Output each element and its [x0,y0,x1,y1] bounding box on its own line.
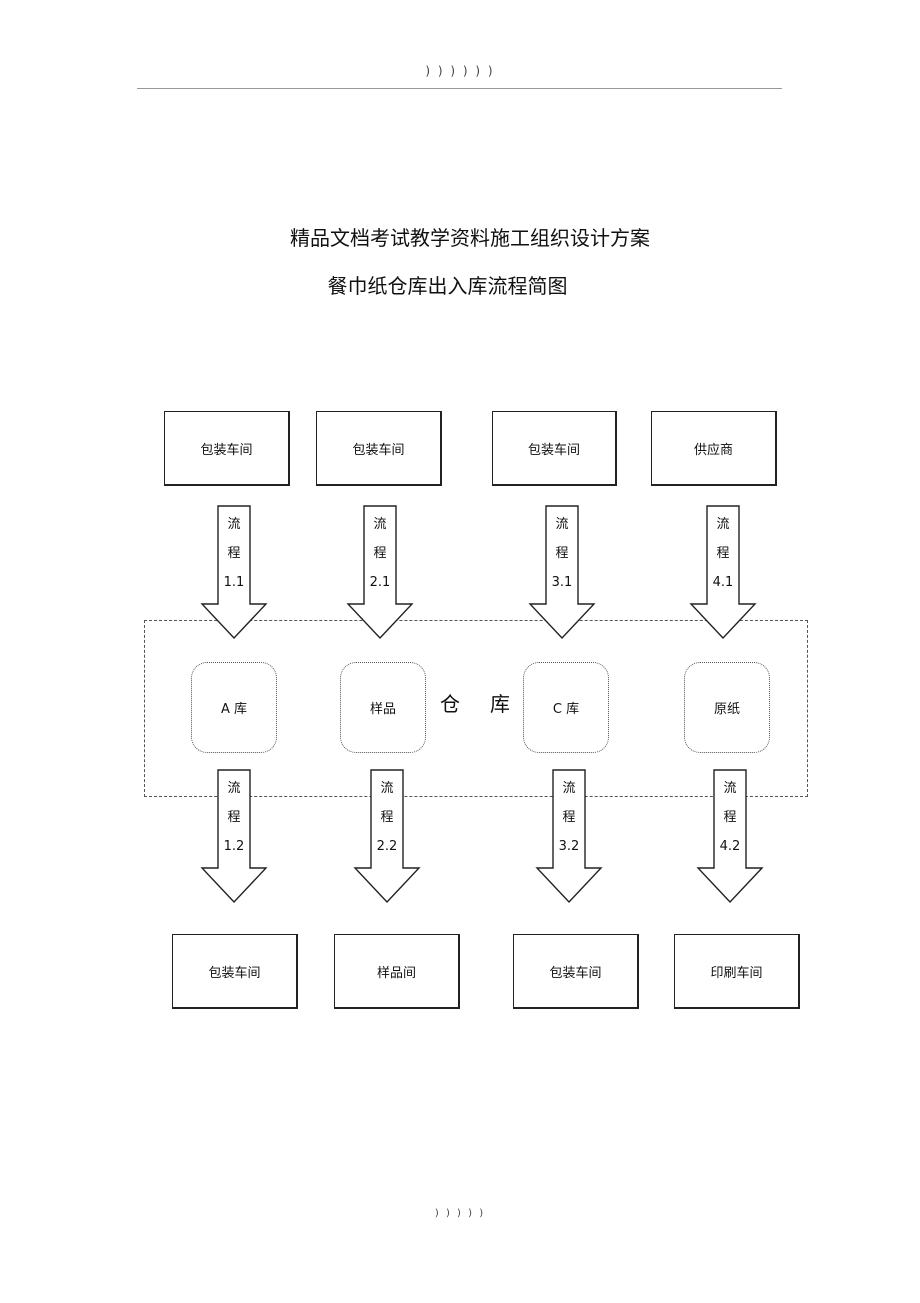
inbound-flow-label-1: 流 程 1.1 [214,510,254,597]
store-samples: 样品 [340,662,426,753]
outbound-flow-label-2: 流 程 2.2 [367,774,407,861]
diagram-title: 餐巾纸仓库出入库流程简图 [327,274,568,298]
destination-box-label: 样品间 [376,965,416,981]
source-box-3: 包装车间 [492,411,617,486]
flow-label-char: 程 [562,810,576,825]
store-c: C 库 [523,662,609,753]
outbound-arrow-4 [696,769,764,904]
flow-number: 4.2 [719,839,741,854]
source-box-1: 包装车间 [164,411,290,486]
header-rule [137,88,782,89]
flow-label-char: 程 [716,546,730,561]
flow-label-char: 流 [373,517,387,532]
flow-label-char: 流 [716,517,730,532]
outbound-flow-label-1: 流 程 1.2 [214,774,254,861]
destination-box-label: 印刷车间 [710,965,763,981]
outbound-flow-label-4: 流 程 4.2 [710,774,750,861]
flow-number: 2.2 [376,839,398,854]
flow-label-char: 流 [723,781,737,796]
flow-label-char: 程 [373,546,387,561]
destination-box-label: 包装车间 [549,965,602,981]
inbound-arrow-1 [200,505,268,640]
store-label: A 库 [220,702,248,717]
flow-label-char: 程 [227,546,241,561]
flow-label-char: 程 [555,546,569,561]
warehouse-label: 仓库 [440,692,540,716]
inbound-flow-label-2: 流 程 2.1 [360,510,400,597]
flow-label-char: 流 [562,781,576,796]
outbound-arrow-3 [535,769,603,904]
document-title: 精品文档考试教学资料施工组织设计方案 [290,226,650,250]
outbound-flow-label-3: 流 程 3.2 [549,774,589,861]
page-header-marks: ) ) ) ) ) ) [425,64,495,78]
flow-label-char: 流 [227,781,241,796]
warehouse-container [144,620,808,797]
flow-label-char: 程 [723,810,737,825]
flow-label-char: 程 [227,810,241,825]
store-label: 原纸 [713,702,740,717]
store-raw-paper: 原纸 [684,662,770,753]
outbound-arrow-1 [200,769,268,904]
flow-number: 1.1 [223,575,245,590]
inbound-arrow-4 [689,505,757,640]
store-a: A 库 [191,662,277,753]
inbound-arrow-2 [346,505,414,640]
store-label: 样品 [369,702,396,717]
source-box-4: 供应商 [651,411,777,486]
source-box-label: 包装车间 [200,442,253,458]
destination-box-label: 包装车间 [208,965,261,981]
flow-label-char: 流 [227,517,241,532]
flow-number: 3.2 [558,839,580,854]
source-box-2: 包装车间 [316,411,442,486]
destination-box-4: 印刷车间 [674,934,800,1009]
source-box-label: 供应商 [693,442,733,458]
flow-number: 1.2 [223,839,245,854]
store-label: C 库 [552,702,580,717]
destination-box-3: 包装车间 [513,934,639,1009]
outbound-arrow-2 [353,769,421,904]
inbound-arrow-3 [528,505,596,640]
inbound-flow-label-3: 流 程 3.1 [542,510,582,597]
flow-number: 4.1 [712,575,734,590]
flow-number: 2.1 [369,575,391,590]
destination-box-2: 样品间 [334,934,460,1009]
page-footer-marks: ) ) ) ) ) [434,1208,486,1219]
destination-box-1: 包装车间 [172,934,298,1009]
source-box-label: 包装车间 [527,442,580,458]
flow-label-char: 流 [380,781,394,796]
source-box-label: 包装车间 [352,442,405,458]
flow-number: 3.1 [551,575,573,590]
flow-label-char: 流 [555,517,569,532]
flow-label-char: 程 [380,810,394,825]
inbound-flow-label-4: 流 程 4.1 [703,510,743,597]
